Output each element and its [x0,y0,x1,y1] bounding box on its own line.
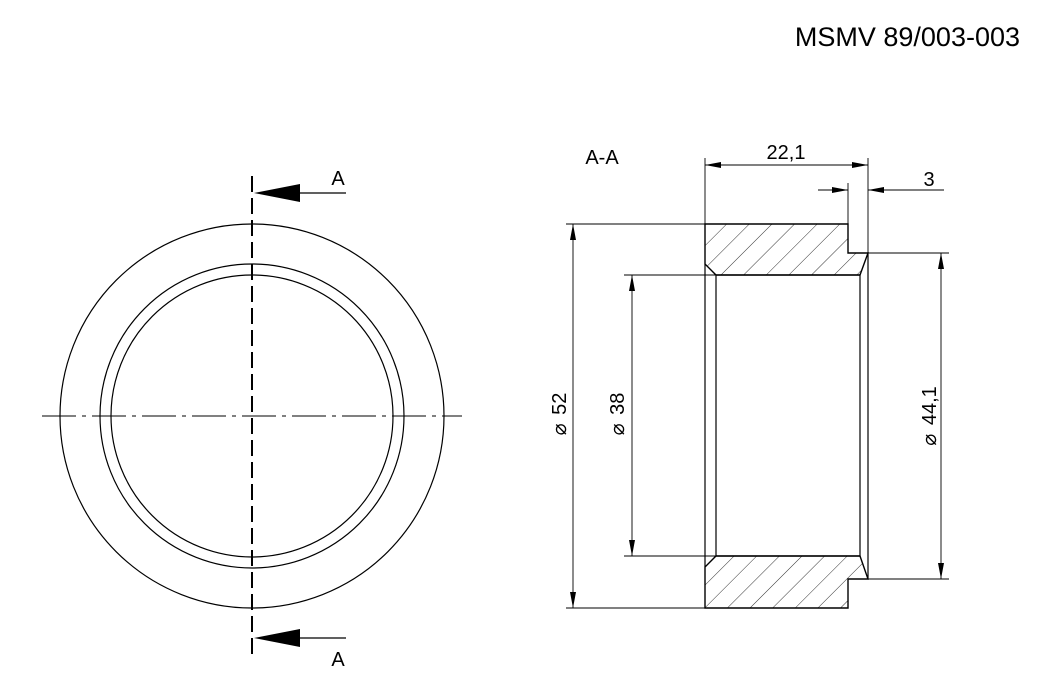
section-wall-top [704,223,869,276]
outer-diameter-symbol: ⌀ [549,423,571,435]
svg-text:⌀ 52: ⌀ 52 [549,393,571,436]
dimension-width-label: 22,1 [767,142,806,164]
dimension-outer-diameter-label: 52 [549,393,571,415]
svg-text:⌀ 38: ⌀ 38 [607,393,629,436]
document-number: MSMV 89/003-003 [795,22,1020,52]
section-marker-bottom: A [331,649,345,671]
dimension-outer-diameter [566,223,705,609]
section-arrow-top [254,184,346,202]
svg-text:⌀ 44,1: ⌀ 44,1 [919,386,941,446]
dimension-inner-diameter-label: 38 [607,393,629,415]
front-view: A A [42,168,462,671]
section-marker-top: A [331,168,345,190]
section-wall-bottom [704,555,869,609]
section-arrow-bottom [254,629,346,647]
inner-diameter-symbol: ⌀ [607,423,629,435]
step-diameter-symbol: ⌀ [919,434,941,446]
dimension-step-label: 3 [923,169,934,191]
dimension-step-diameter-label: 44,1 [919,386,941,425]
dimension-step-diameter [868,252,949,580]
dimension-width [704,158,869,253]
dimension-inner-diameter [624,274,716,557]
section-view [704,223,869,609]
dimension-step [818,183,944,224]
section-view-label: A-A [585,147,619,169]
